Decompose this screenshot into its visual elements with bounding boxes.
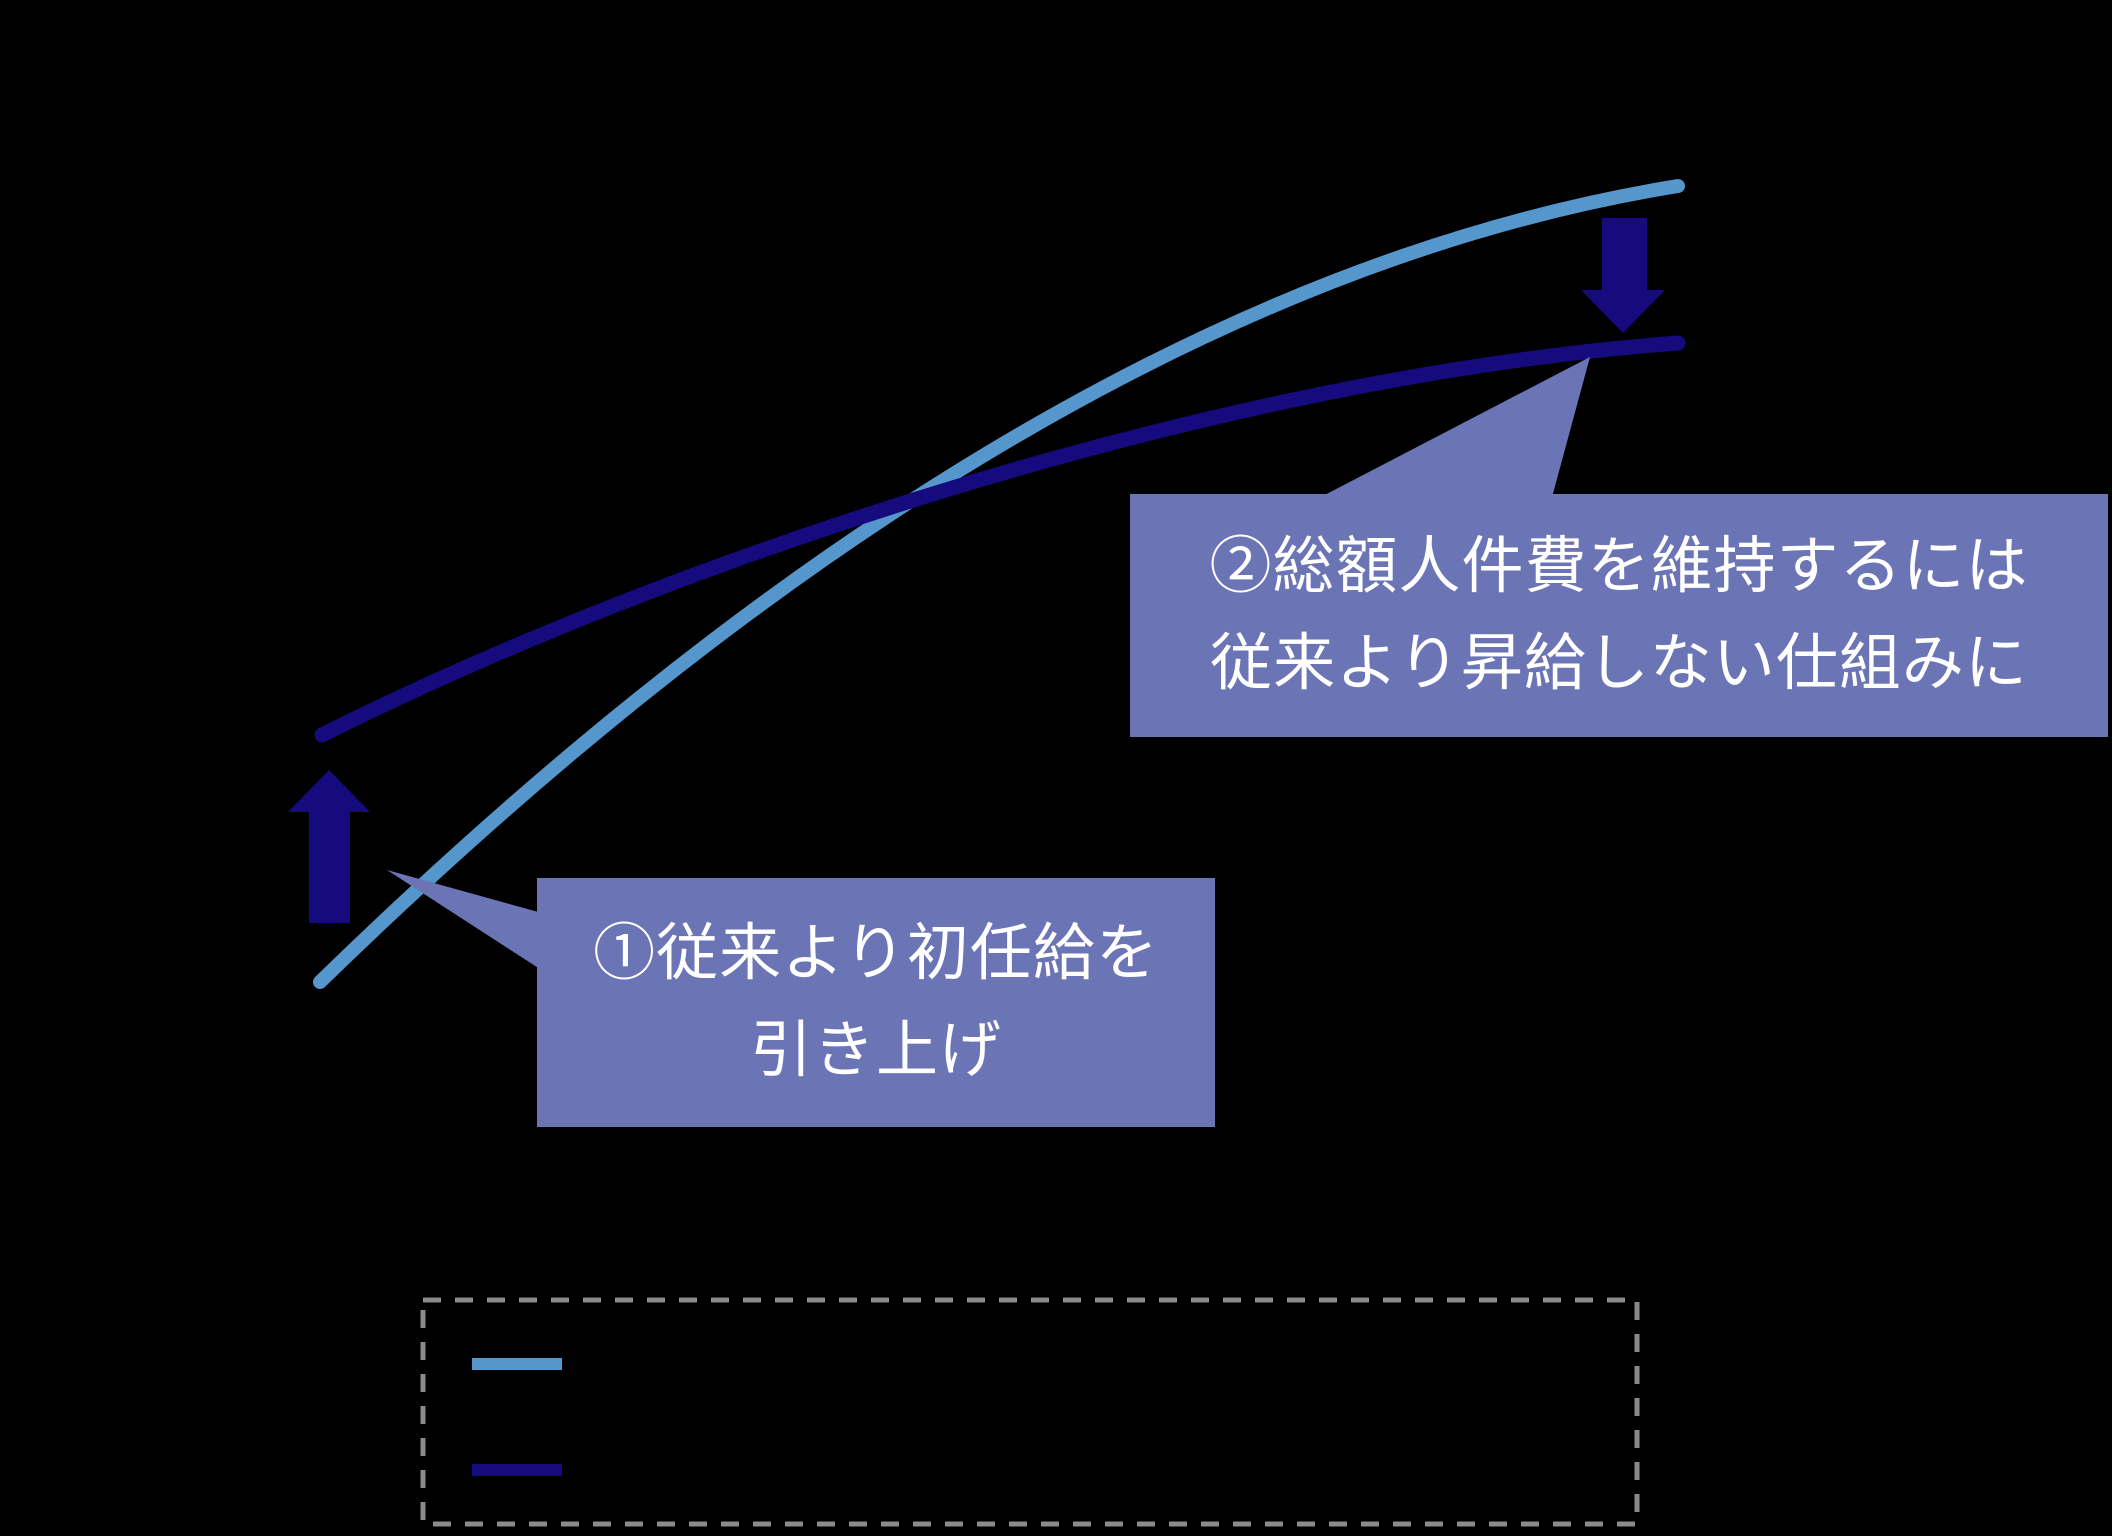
callout-2-tail (1292, 357, 1590, 512)
down-arrow-icon (1581, 218, 1665, 333)
up-arrow-icon (288, 770, 370, 923)
callout-2-line-2: 従来より昇給しない仕組みに (1210, 628, 2028, 698)
legend (420, 1297, 1640, 1527)
callout-maintain-total-payroll: ②総額人件費を維持するには 従来より昇給しない仕組みに (1130, 494, 2108, 737)
callout-raise-starting-salary: ①従来より初任給を 引き上げ (537, 878, 1215, 1127)
legend-swatch-navy-line (472, 1464, 562, 1476)
legend-swatch-light-blue-line (472, 1358, 562, 1370)
callout-1-line-1: ①従来より初任給を (593, 919, 1159, 989)
navy-curve (314, 335, 1686, 743)
callout-1-tail (387, 870, 560, 982)
legend-border (420, 1297, 1640, 1527)
callout-2-line-1: ②総額人件費を維持するには (1209, 532, 2029, 602)
callout-1-line-2: 引き上げ (749, 1015, 1002, 1085)
